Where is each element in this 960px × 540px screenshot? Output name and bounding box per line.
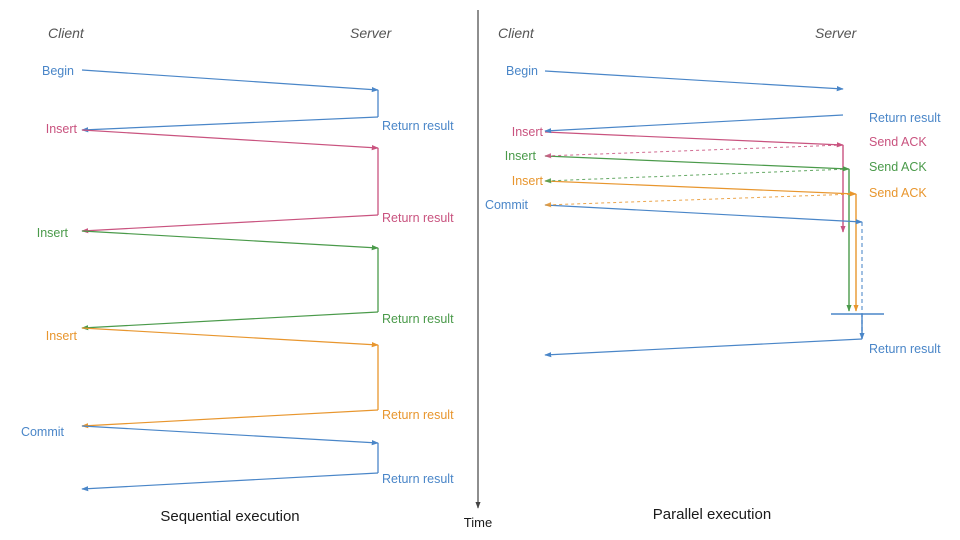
response-arrow [81, 409, 379, 429]
response-arrow [544, 144, 844, 159]
message-label: Return result [382, 211, 454, 225]
message-label: Insert [512, 125, 544, 139]
time-axis-label: Time [464, 515, 492, 530]
panel-caption-sequential: Sequential execution [160, 508, 299, 525]
response-arrow [544, 193, 857, 208]
message-label: Return result [382, 312, 454, 326]
response-arrow [544, 338, 863, 358]
lane-label-client-sequential: Client [48, 25, 85, 41]
message-label: Send ACK [869, 135, 927, 149]
message-label: Begin [506, 64, 538, 78]
lane-label-server-sequential: Server [350, 25, 393, 41]
request-arrow [544, 131, 844, 148]
message-label: Insert [46, 329, 78, 343]
message-label: Insert [505, 149, 537, 163]
request-arrow [81, 425, 379, 446]
panel-caption-parallel: Parallel execution [653, 506, 771, 523]
request-arrow [544, 180, 857, 197]
request-arrow [81, 230, 379, 251]
message-label: Return result [382, 472, 454, 486]
message-label: Commit [485, 198, 529, 212]
response-arrow [81, 311, 379, 331]
message-label: Insert [37, 226, 69, 240]
message-label: Return result [869, 111, 941, 125]
message-label: Begin [42, 64, 74, 78]
message-label: Insert [512, 174, 544, 188]
message-label: Return result [869, 342, 941, 356]
request-arrow [544, 204, 863, 225]
request-arrow [81, 327, 379, 348]
message-label: Insert [46, 122, 78, 136]
response-arrow [544, 168, 850, 184]
response-arrow [81, 116, 379, 133]
message-label: Return result [382, 119, 454, 133]
response-arrow [81, 472, 379, 492]
request-arrow [544, 155, 850, 172]
message-label: Commit [21, 425, 65, 439]
request-arrow [544, 70, 844, 92]
message-label: Return result [382, 408, 454, 422]
message-label: Send ACK [869, 160, 927, 174]
request-arrow [81, 129, 379, 151]
message-label: Send ACK [869, 186, 927, 200]
response-arrow [81, 214, 379, 234]
response-arrow [544, 114, 844, 134]
lane-label-client-parallel: Client [498, 25, 535, 41]
request-arrow [81, 69, 379, 93]
lane-label-server-parallel: Server [815, 25, 858, 41]
